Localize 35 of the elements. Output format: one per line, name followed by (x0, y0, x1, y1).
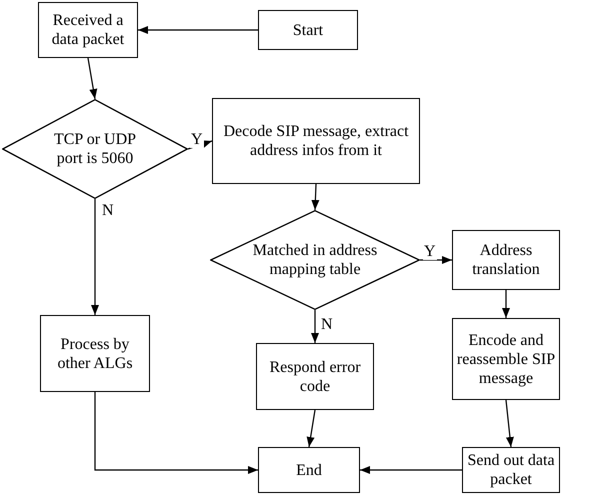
process-box (212, 98, 420, 184)
node-label: Send out data packet (466, 451, 556, 489)
arrow (420, 256, 452, 264)
arrow (311, 310, 319, 343)
process-box (452, 318, 560, 400)
process-box (258, 447, 360, 493)
decision-diamond (210, 210, 420, 310)
node-label: Decode SIP message, extract address infos from it (222, 122, 410, 160)
process-box (256, 343, 374, 410)
arrow (138, 26, 258, 34)
node-label: Address translation (471, 241, 541, 279)
arrow (505, 400, 514, 448)
arrow (91, 199, 99, 315)
process-box (258, 10, 358, 50)
arrow (311, 184, 320, 210)
node-label: Start (292, 20, 324, 40)
node-label: Process by other ALGs (56, 334, 134, 372)
edge-label: Y (423, 243, 437, 260)
node-label: Matched in address mapping table (252, 241, 378, 279)
decision-diamond (2, 99, 188, 199)
arrow (188, 140, 212, 150)
edge-label: Y (190, 131, 204, 148)
arrow (502, 290, 510, 318)
node-label: Received a data packet (50, 11, 126, 49)
arrow (94, 392, 258, 474)
node-label: Encode and reassemble SIP message (456, 330, 556, 388)
arrow (306, 410, 316, 448)
process-box (40, 315, 150, 392)
node-label: End (296, 460, 322, 480)
process-box (452, 230, 560, 290)
node-label: TCP or UDP port is 5060 (52, 130, 138, 168)
arrow (87, 58, 98, 100)
node-label: Respond error code (268, 358, 362, 396)
process-box (38, 2, 138, 58)
arrow (360, 466, 462, 474)
